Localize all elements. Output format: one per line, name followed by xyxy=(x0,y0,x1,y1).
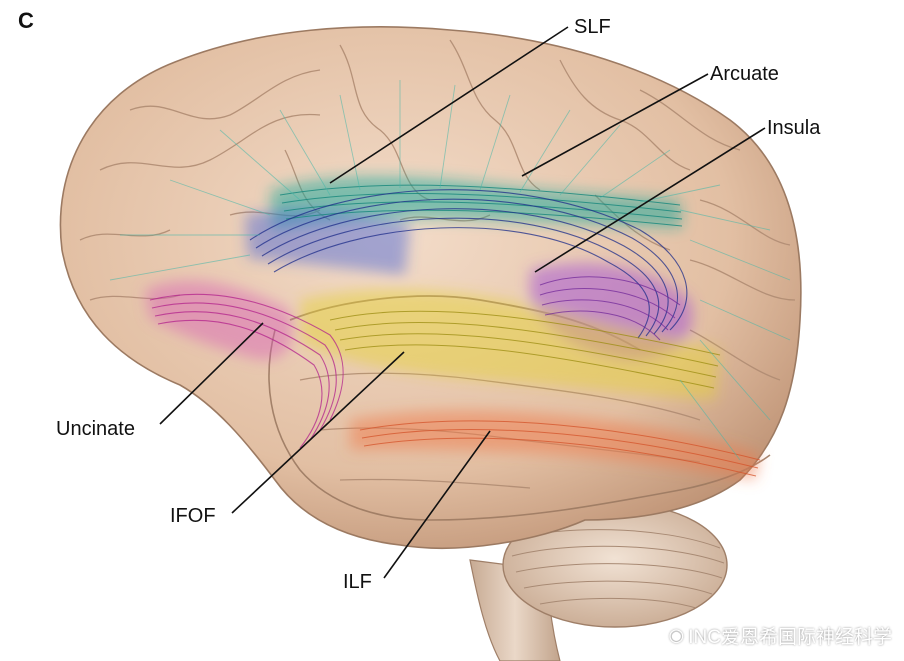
insula-leader xyxy=(534,127,766,273)
label-ifof: IFOF xyxy=(170,505,216,527)
arcuate-leader xyxy=(521,73,709,177)
label-ilf: ILF xyxy=(343,571,372,593)
uncinate-zone xyxy=(145,280,294,360)
panel-letter: C xyxy=(18,8,34,33)
watermark-text: INC爱恩希国际神经科学 xyxy=(688,627,892,648)
weibo-icon: ◉ xyxy=(668,625,685,645)
insula-fibers xyxy=(539,276,681,341)
ilf-leader xyxy=(383,430,491,579)
cerebrum xyxy=(59,26,802,549)
uncinate-fibers xyxy=(149,293,344,449)
projection-fibers xyxy=(109,80,791,461)
tract-glow xyxy=(145,176,760,480)
label-uncinate: Uncinate xyxy=(56,418,135,440)
ifof-fibers xyxy=(329,310,721,389)
label-insula: Insula xyxy=(767,117,821,139)
watermark: ◉ INC爱恩希国际神经科学 xyxy=(669,622,892,649)
ilf-zone xyxy=(350,410,760,480)
ifof-leader xyxy=(231,351,405,514)
slf-fibers xyxy=(279,184,683,227)
label-slf: SLF xyxy=(574,16,611,38)
leader-lines xyxy=(159,26,766,579)
arcuate-fibers xyxy=(249,189,688,339)
label-arcuate: Arcuate xyxy=(710,63,779,85)
ilf-fibers xyxy=(359,420,761,477)
slf-leader xyxy=(329,26,569,184)
ifof-zone xyxy=(300,289,720,400)
arcuate-zone xyxy=(245,209,410,275)
uncinate-leader xyxy=(159,322,264,425)
